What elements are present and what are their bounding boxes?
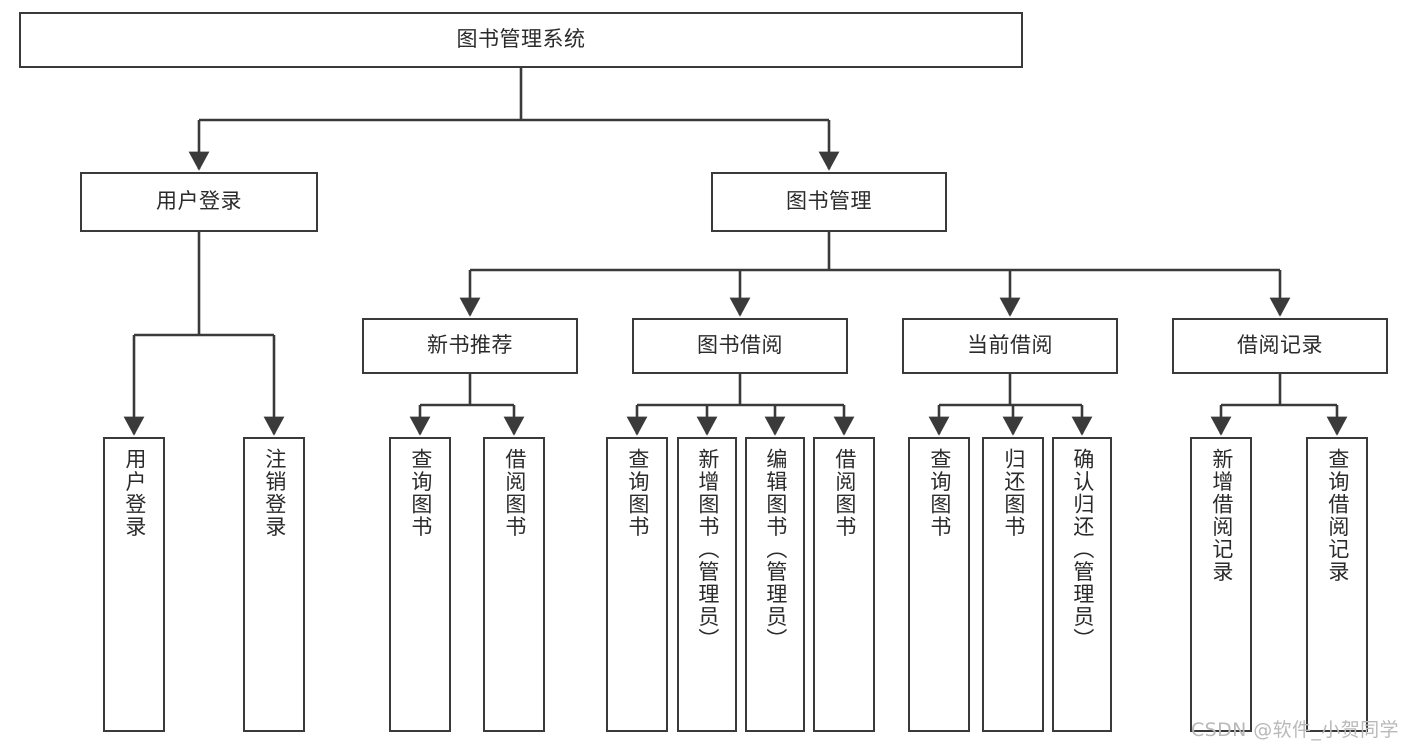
node-leaf-query-record[interactable]: 查询借阅记录 — [1306, 437, 1368, 732]
node-borrow-record-label: 借阅记录 — [1237, 333, 1323, 358]
node-leaf-add-book-label: 新增图书（管理员） — [695, 448, 720, 651]
node-user-login-label: 用户登录 — [156, 189, 242, 214]
node-book-borrow[interactable]: 图书借阅 — [632, 318, 848, 374]
node-new-book-rec[interactable]: 新书推荐 — [362, 318, 578, 374]
node-leaf-query-book-2-label: 查询图书 — [625, 448, 650, 538]
node-book-manage[interactable]: 图书管理 — [711, 172, 947, 232]
node-leaf-add-record-label: 新增借阅记录 — [1209, 448, 1234, 583]
node-current-borrow-label: 当前借阅 — [967, 333, 1053, 358]
node-leaf-query-book-3-label: 查询图书 — [927, 448, 952, 538]
node-leaf-borrow-book-2-label: 借阅图书 — [832, 448, 857, 538]
node-leaf-borrow-book-1[interactable]: 借阅图书 — [483, 437, 545, 732]
node-root[interactable]: 图书管理系统 — [19, 12, 1023, 68]
node-user-login[interactable]: 用户登录 — [80, 172, 318, 232]
node-leaf-user-logout[interactable]: 注销登录 — [243, 437, 305, 732]
node-leaf-return-book-label: 归还图书 — [1001, 448, 1026, 538]
node-book-borrow-label: 图书借阅 — [697, 333, 783, 358]
node-leaf-user-login-label: 用户登录 — [122, 448, 147, 538]
node-leaf-confirm-return-label: 确认归还（管理员） — [1070, 448, 1095, 651]
node-book-manage-label: 图书管理 — [786, 189, 872, 214]
node-current-borrow[interactable]: 当前借阅 — [902, 318, 1118, 374]
node-leaf-query-record-label: 查询借阅记录 — [1325, 448, 1350, 583]
node-leaf-confirm-return[interactable]: 确认归还（管理员） — [1052, 437, 1112, 732]
node-leaf-borrow-book-1-label: 借阅图书 — [502, 448, 527, 538]
node-leaf-query-book-3[interactable]: 查询图书 — [908, 437, 970, 732]
node-leaf-edit-book[interactable]: 编辑图书（管理员） — [745, 437, 805, 732]
node-leaf-query-book-2[interactable]: 查询图书 — [606, 437, 668, 732]
node-leaf-user-logout-label: 注销登录 — [262, 448, 287, 538]
node-new-book-rec-label: 新书推荐 — [427, 333, 513, 358]
node-leaf-query-book-1-label: 查询图书 — [408, 448, 433, 538]
node-leaf-edit-book-label: 编辑图书（管理员） — [763, 448, 788, 651]
node-borrow-record[interactable]: 借阅记录 — [1172, 318, 1388, 374]
node-leaf-user-login[interactable]: 用户登录 — [103, 437, 165, 732]
node-root-label: 图书管理系统 — [456, 27, 586, 52]
node-leaf-query-book-1[interactable]: 查询图书 — [389, 437, 451, 732]
node-leaf-borrow-book-2[interactable]: 借阅图书 — [813, 437, 875, 732]
node-leaf-add-record[interactable]: 新增借阅记录 — [1190, 437, 1252, 732]
node-leaf-add-book[interactable]: 新增图书（管理员） — [677, 437, 737, 732]
node-leaf-return-book[interactable]: 归还图书 — [982, 437, 1044, 732]
